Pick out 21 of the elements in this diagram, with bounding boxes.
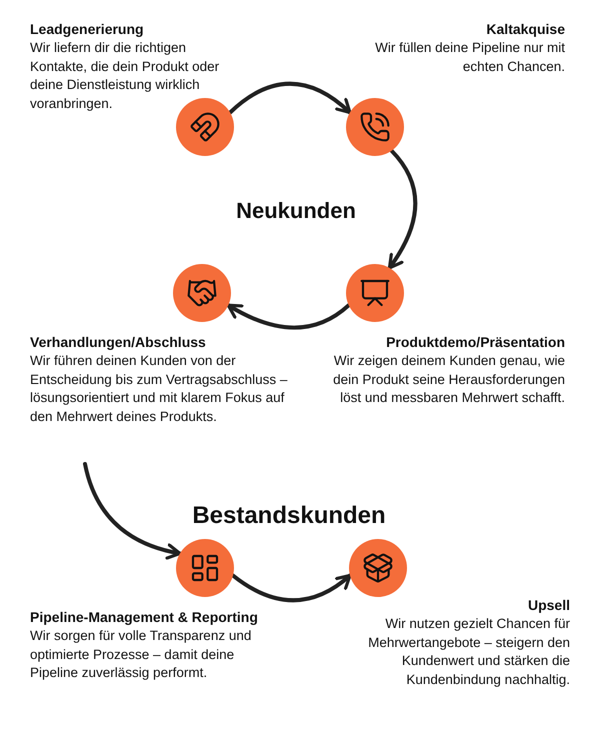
step-heading: Kaltakquise <box>486 20 565 38</box>
step-description: Wir füllen deine Pipeline nur mit echten Chancen. <box>374 39 565 76</box>
step-heading: Leadgenerierung <box>30 20 144 38</box>
icon-circle <box>346 98 404 156</box>
step-heading: Produktdemo/Präsentation <box>386 333 565 351</box>
step-description: Wir führen deinen Kunden von der Entscheidung bis zum Vertragsabschluss – lösungsorientiert und mit klarem Fokus auf den Mehrwert deines Produkts. <box>30 352 288 426</box>
step-description: Wir nutzen gezielt Chancen für Mehrwertangebote – steigern den Kundenwert und stärken die Kundenbindung nachhaltig. <box>367 615 570 689</box>
section-heading: Bestandskunden <box>192 502 386 531</box>
sketch-arrow <box>83 462 182 560</box>
sketch-arrow <box>231 574 352 602</box>
step-heading: Pipeline-Management & Reporting <box>30 608 258 626</box>
step-heading: Upsell <box>528 596 570 614</box>
step-description: Wir zeigen deinem Kunden genau, wie dein Produkt seine Herausforderungen löst und messbaren Mehrwert schafft. <box>332 352 565 407</box>
step-description: Wir liefern dir die richtigen Kontakte, die dein Produkt oder deine Dienstleistung wirklich voranbringen. <box>30 39 220 113</box>
icon-circle <box>346 264 404 322</box>
section-heading: Neukunden <box>236 198 356 224</box>
sketch-arrow <box>226 303 351 330</box>
step-description: Wir sorgen für volle Transparenz und optimierte Prozesse – damit deine Pipeline zuverlässig performt. <box>30 627 252 682</box>
sketch-arrow <box>228 82 352 114</box>
step-heading: Verhandlungen/Abschluss <box>30 333 206 351</box>
sketch-arrow <box>388 148 418 270</box>
